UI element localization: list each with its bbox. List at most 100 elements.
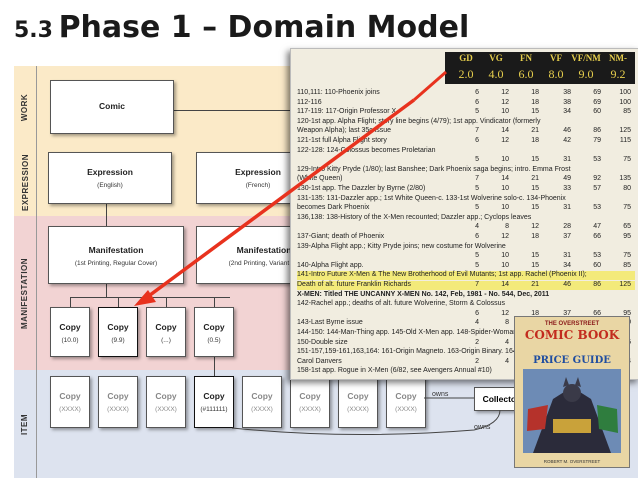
grade-header-value: 4.0 xyxy=(488,67,504,81)
issue-description: 158-1st app. Rogue in X-Men (6/82, see A… xyxy=(297,367,492,375)
price-value: 37 xyxy=(563,309,571,317)
price-value: 12 xyxy=(501,137,509,144)
section-number: 5.3 xyxy=(14,18,53,43)
item-copy-label: Copy xyxy=(59,391,81,401)
issue-description: 151-157,159-161,163,164: 161-Origin Magn… xyxy=(297,348,544,356)
issue-description: 130-1st app. The Dazzler by Byrne (2/80) xyxy=(297,185,426,192)
item-copy-label: Copy xyxy=(347,391,369,401)
item-copy-box: Copy (XXXX) xyxy=(290,376,330,428)
price-value: 75 xyxy=(623,204,631,212)
price-value: 15 xyxy=(531,156,539,164)
price-value: 5 xyxy=(475,261,479,269)
price-value: 95 xyxy=(623,233,631,240)
issue-description: 137-Giant; death of Phoenix xyxy=(297,233,385,240)
price-value: 15 xyxy=(531,252,539,260)
issue-description: 150-Double size xyxy=(297,338,348,346)
price-value: 49 xyxy=(563,175,571,183)
price-value: 4 xyxy=(505,357,509,365)
item-copy-id: (XXXX) xyxy=(251,406,273,413)
price-value: 46 xyxy=(563,281,571,288)
item-copy-label: Copy xyxy=(395,391,417,401)
issue-description: becomes Dark Phoenix xyxy=(297,204,370,212)
connector-line xyxy=(70,297,71,307)
price-value: 15 xyxy=(531,204,539,212)
copy-grade: (10.0) xyxy=(61,337,79,344)
price-value: 7 xyxy=(475,281,479,288)
issue-description: 110,111: 110-Phoenix joins xyxy=(297,89,380,96)
slide-title: 5.3 Phase 1 – Domain Model xyxy=(14,10,469,45)
price-guide-row: 120-1st app. Alpha Flight; story line be… xyxy=(297,118,635,127)
issue-description: (White Queen) xyxy=(297,175,343,183)
grade-header-value: 8.0 xyxy=(548,67,564,81)
cover-artwork xyxy=(523,369,621,453)
price-guide-row: 122-128: 124-Colossus becomes Proletaria… xyxy=(297,147,635,156)
price-value: 100 xyxy=(619,98,631,106)
item-copy-label: Copy xyxy=(299,391,321,401)
price-value: 75 xyxy=(623,252,631,260)
price-value: 5 xyxy=(475,156,479,164)
copy-grade-box: Copy (...) xyxy=(146,307,186,357)
expression-label: Expression xyxy=(87,167,133,177)
connector-line xyxy=(214,356,215,376)
cover-line1: THE OVERSTREET xyxy=(544,321,600,327)
price-value: 60 xyxy=(593,108,601,116)
issue-description: 112-116 xyxy=(297,98,322,106)
manifestation-label: Manifestation xyxy=(88,245,144,255)
price-guide-row: 129-Intro Kitty Pryde (1/80); last Bansh… xyxy=(297,166,635,175)
manifestation-detail: (1st Printing, Regular Cover) xyxy=(74,260,158,267)
price-value: 6 xyxy=(475,89,479,96)
issue-description: Carol Danvers xyxy=(297,357,342,365)
price-value: 80 xyxy=(623,185,631,192)
price-value: 95 xyxy=(623,309,631,317)
item-copy-label: Copy xyxy=(251,391,273,401)
issue-description: Weapon Alpha); last 35c issue xyxy=(297,127,392,135)
item-copy-box: Copy (XXXX) xyxy=(338,376,378,428)
item-copy-box: Copy (XXXX) xyxy=(386,376,426,428)
price-value: 5 xyxy=(475,185,479,192)
price-value: 57 xyxy=(593,185,601,192)
title-text: Phase 1 – Domain Model xyxy=(58,10,470,45)
price-value: 92 xyxy=(593,175,601,183)
price-value: 4 xyxy=(475,319,479,327)
price-guide-row: X-MEN: Titled THE UNCANNY X-MEN No. 142,… xyxy=(297,291,635,300)
price-value: 2 xyxy=(475,357,479,365)
issue-description: 117-119: 117-Origin Professor X xyxy=(297,108,397,116)
price-value: 4 xyxy=(475,223,479,231)
price-value: 12 xyxy=(501,233,509,240)
price-value: 7 xyxy=(475,127,479,135)
price-value: 8 xyxy=(505,319,509,327)
grade-header-label: GD xyxy=(459,53,473,63)
issue-description: Death of alt. future Franklin Richards xyxy=(297,281,411,288)
item-copy-label: Copy xyxy=(155,391,177,401)
price-guide-row: 158-1st app. Rogue in X-Men (6/82, see A… xyxy=(297,367,635,376)
price-value: 5 xyxy=(475,108,479,116)
grade-header-value: 2.0 xyxy=(458,67,474,81)
price-value: 12 xyxy=(501,309,509,317)
copy-label: Copy xyxy=(203,322,225,332)
price-value: 7 xyxy=(475,175,479,183)
copy-label: Copy xyxy=(155,322,177,332)
price-value: 125 xyxy=(619,127,631,135)
grade-header-label: VG xyxy=(489,53,503,63)
item-copy-id: (XXXX) xyxy=(59,406,81,413)
price-value: 18 xyxy=(531,309,539,317)
price-value: 31 xyxy=(563,156,571,164)
price-value: 53 xyxy=(593,252,601,260)
owns-label-top: owns xyxy=(432,391,449,398)
item-copy-label: Copy xyxy=(107,391,129,401)
price-value: 12 xyxy=(501,89,509,96)
price-value: 53 xyxy=(593,156,601,164)
item-copy-box: Copy (XXXX) xyxy=(242,376,282,428)
price-value: 12 xyxy=(501,98,509,106)
price-value: 6 xyxy=(475,233,479,240)
